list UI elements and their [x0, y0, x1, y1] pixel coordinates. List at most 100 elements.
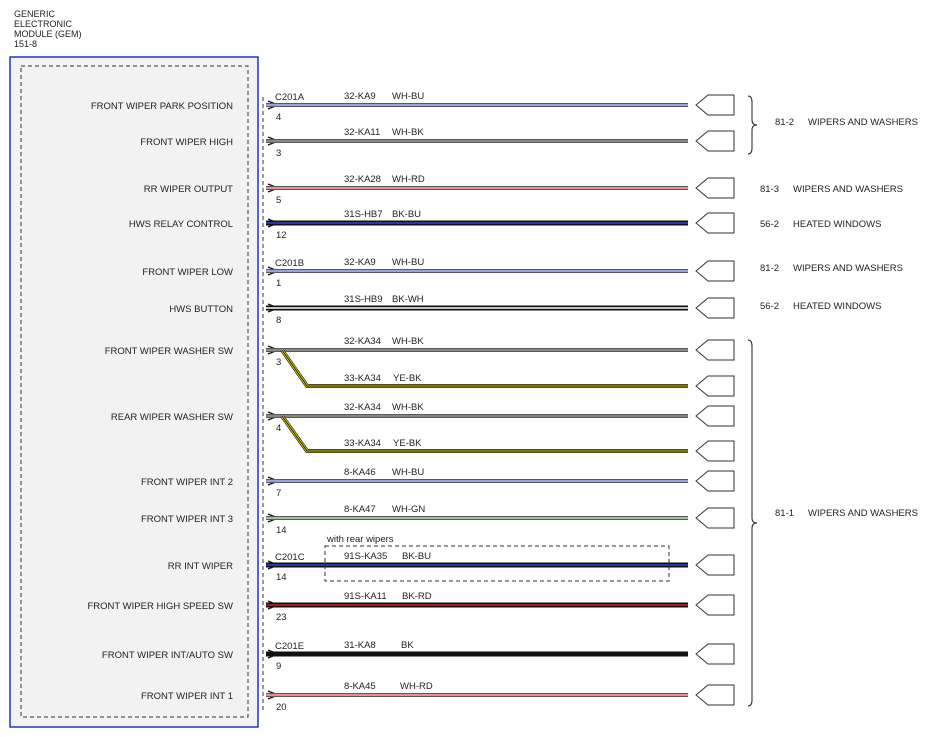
pin-number: 14: [276, 572, 287, 583]
reference-label: WIPERS AND WASHERS: [808, 508, 918, 519]
reference-number: 56-2: [760, 219, 779, 230]
circuit-id: 32-KA34: [344, 336, 381, 347]
signal-label: RR INT WIPER: [168, 561, 233, 572]
circuit-id: 32-KA9: [344, 91, 376, 102]
reference-number: 81-2: [775, 117, 794, 128]
signal-label: FRONT WIPER INT 3: [141, 514, 233, 525]
connector-end-icon: [695, 212, 735, 234]
pin-number: 4: [276, 423, 281, 434]
circuit-id: 33-KA34: [344, 438, 381, 449]
reference-label: HEATED WINDOWS: [793, 219, 882, 230]
wire-color-code: WH-BK: [392, 127, 424, 138]
wire-color-code: BK-BU: [402, 551, 431, 562]
connector-end-icon: [695, 297, 735, 319]
connector-end-icon: [695, 260, 735, 282]
connector-end-icon: [695, 94, 735, 116]
wire-color-code: WH-RD: [392, 174, 425, 185]
group-bracket: [747, 339, 758, 707]
reference-number: 81-3: [760, 184, 779, 195]
circuit-id: 32-KA9: [344, 257, 376, 268]
module-title-line: MODULE (GEM): [14, 29, 82, 39]
signal-label: FRONT WIPER LOW: [142, 267, 233, 278]
connector-end-icon: [695, 643, 735, 665]
wire-color-code: YE-BK: [393, 438, 422, 449]
connector-end-icon: [695, 507, 735, 529]
module-title-line: 151-8: [14, 39, 37, 49]
signal-label: RR WIPER OUTPUT: [144, 184, 233, 195]
connector-id: C201E: [275, 641, 304, 652]
pin-number: 3: [276, 357, 281, 368]
wire-color-code: WH-BK: [392, 336, 424, 347]
wire-color-code: WH-BU: [392, 257, 424, 268]
connector-id: C201B: [275, 258, 304, 269]
wire-color-code: BK-RD: [402, 591, 432, 602]
pin-number: 23: [276, 612, 287, 623]
reference-label: HEATED WINDOWS: [793, 301, 882, 312]
circuit-id: 32-KA34: [344, 402, 381, 413]
pin-number: 8: [276, 315, 281, 326]
connector-end-icon: [695, 440, 735, 462]
signal-label: FRONT WIPER INT 2: [141, 477, 233, 488]
reference-label: WIPERS AND WASHERS: [793, 184, 903, 195]
reference-number: 81-2: [760, 263, 779, 274]
circuit-id: 31S-HB9: [344, 294, 383, 305]
signal-label: REAR WIPER WASHER SW: [111, 412, 233, 423]
connector-id: C201C: [275, 552, 305, 563]
circuit-id: 33-KA34: [344, 373, 381, 384]
reference-number: 81-1: [775, 508, 794, 519]
signal-label: FRONT WIPER WASHER SW: [105, 346, 233, 357]
pin-number: 5: [276, 195, 281, 206]
reference-label: WIPERS AND WASHERS: [808, 117, 918, 128]
connector-end-icon: [695, 470, 735, 492]
option-note: with rear wipers: [326, 534, 394, 545]
connector-end-icon: [695, 177, 735, 199]
connector-end-icon: [695, 339, 735, 361]
connector-end-icon: [695, 684, 735, 706]
pin-number: 3: [276, 148, 281, 159]
option-dashed-box: [324, 545, 670, 582]
signal-label: FRONT WIPER INT 1: [141, 691, 233, 702]
branch-wire: [280, 414, 688, 453]
connector-end-icon: [695, 554, 735, 576]
circuit-id: 91S-KA11: [344, 591, 387, 602]
wire-color-code: BK-WH: [392, 294, 424, 305]
signal-label: HWS RELAY CONTROL: [129, 219, 233, 230]
signal-label: FRONT WIPER INT/AUTO SW: [102, 650, 233, 661]
branch-wire: [280, 348, 688, 388]
connector-end-icon: [695, 405, 735, 427]
signal-label: FRONT WIPER HIGH: [140, 137, 233, 148]
wire-color-code: WH-RD: [400, 681, 433, 692]
module-title-line: ELECTRONIC: [14, 19, 73, 29]
module-title-line: GENERIC: [14, 9, 56, 19]
connector-end-icon: [695, 375, 735, 397]
pin-number: 9: [276, 661, 281, 672]
circuit-id: 32-KA28: [344, 174, 381, 185]
group-bracket: [747, 95, 758, 155]
signal-label: FRONT WIPER HIGH SPEED SW: [87, 601, 233, 612]
signal-label: FRONT WIPER PARK POSITION: [91, 101, 233, 112]
circuit-id: 31S-HB7: [344, 209, 383, 220]
wire-color-code: BK: [401, 640, 414, 651]
wire-color-code: WH-BU: [392, 91, 424, 102]
pin-number: 7: [276, 488, 281, 499]
pin-number: 14: [276, 525, 287, 536]
module-box: [9, 56, 259, 728]
wire-color-code: BK-BU: [392, 209, 421, 220]
wire-color-code: WH-GN: [392, 504, 425, 515]
module-title: GENERIC ELECTRONIC MODULE (GEM) 151-8: [14, 9, 82, 49]
circuit-id: 8-KA47: [344, 504, 376, 515]
wire-color-code: WH-BK: [392, 402, 424, 413]
circuit-id: 31-KA8: [344, 640, 376, 651]
circuit-id: 8-KA46: [344, 467, 376, 478]
pin-number: 12: [276, 230, 287, 241]
pin-number: 1: [276, 278, 281, 289]
wire-color-code: YE-BK: [393, 373, 422, 384]
circuit-id: 32-KA11: [344, 127, 380, 138]
connector-id: C201A: [275, 92, 305, 103]
circuit-id: 8-KA45: [344, 681, 376, 692]
connector-end-icon: [695, 130, 735, 152]
wire-color-code: WH-BU: [392, 467, 424, 478]
